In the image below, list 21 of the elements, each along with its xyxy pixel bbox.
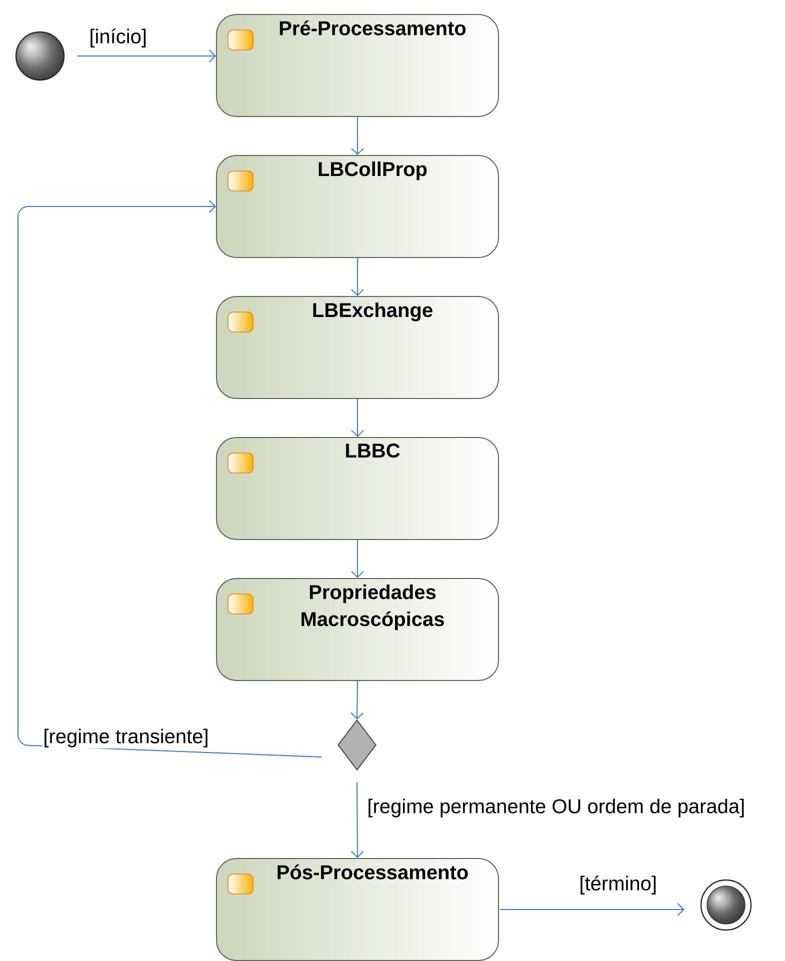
flow-arrow	[77, 50, 216, 62]
action-box: Propriedades Macroscópicas	[216, 578, 499, 681]
flow-arrow	[350, 782, 364, 858]
flow-arrow	[351, 116, 364, 155]
action-box: LBExchange	[216, 296, 499, 399]
action-box: LBBC	[216, 437, 499, 540]
edge-label: [regime transiente]	[42, 728, 210, 748]
flow-arrow	[500, 903, 684, 916]
edge-label: [início]	[88, 28, 148, 48]
action-box: Pós-Processamento	[216, 858, 499, 961]
flow-arrow	[351, 258, 364, 296]
flow-arrow	[351, 540, 364, 578]
action-box: Pré-Processamento	[216, 14, 499, 117]
flow-arrow	[350, 680, 364, 720]
action-box: LBCollProp	[216, 155, 499, 258]
flow-arrow	[18, 200, 322, 758]
edge-label: [regime permanente OU ordem de parada]	[366, 798, 746, 818]
flow-arrow	[351, 398, 364, 437]
final-node	[700, 879, 752, 931]
edge-label: [término]	[578, 874, 658, 896]
initial-node	[15, 31, 65, 81]
